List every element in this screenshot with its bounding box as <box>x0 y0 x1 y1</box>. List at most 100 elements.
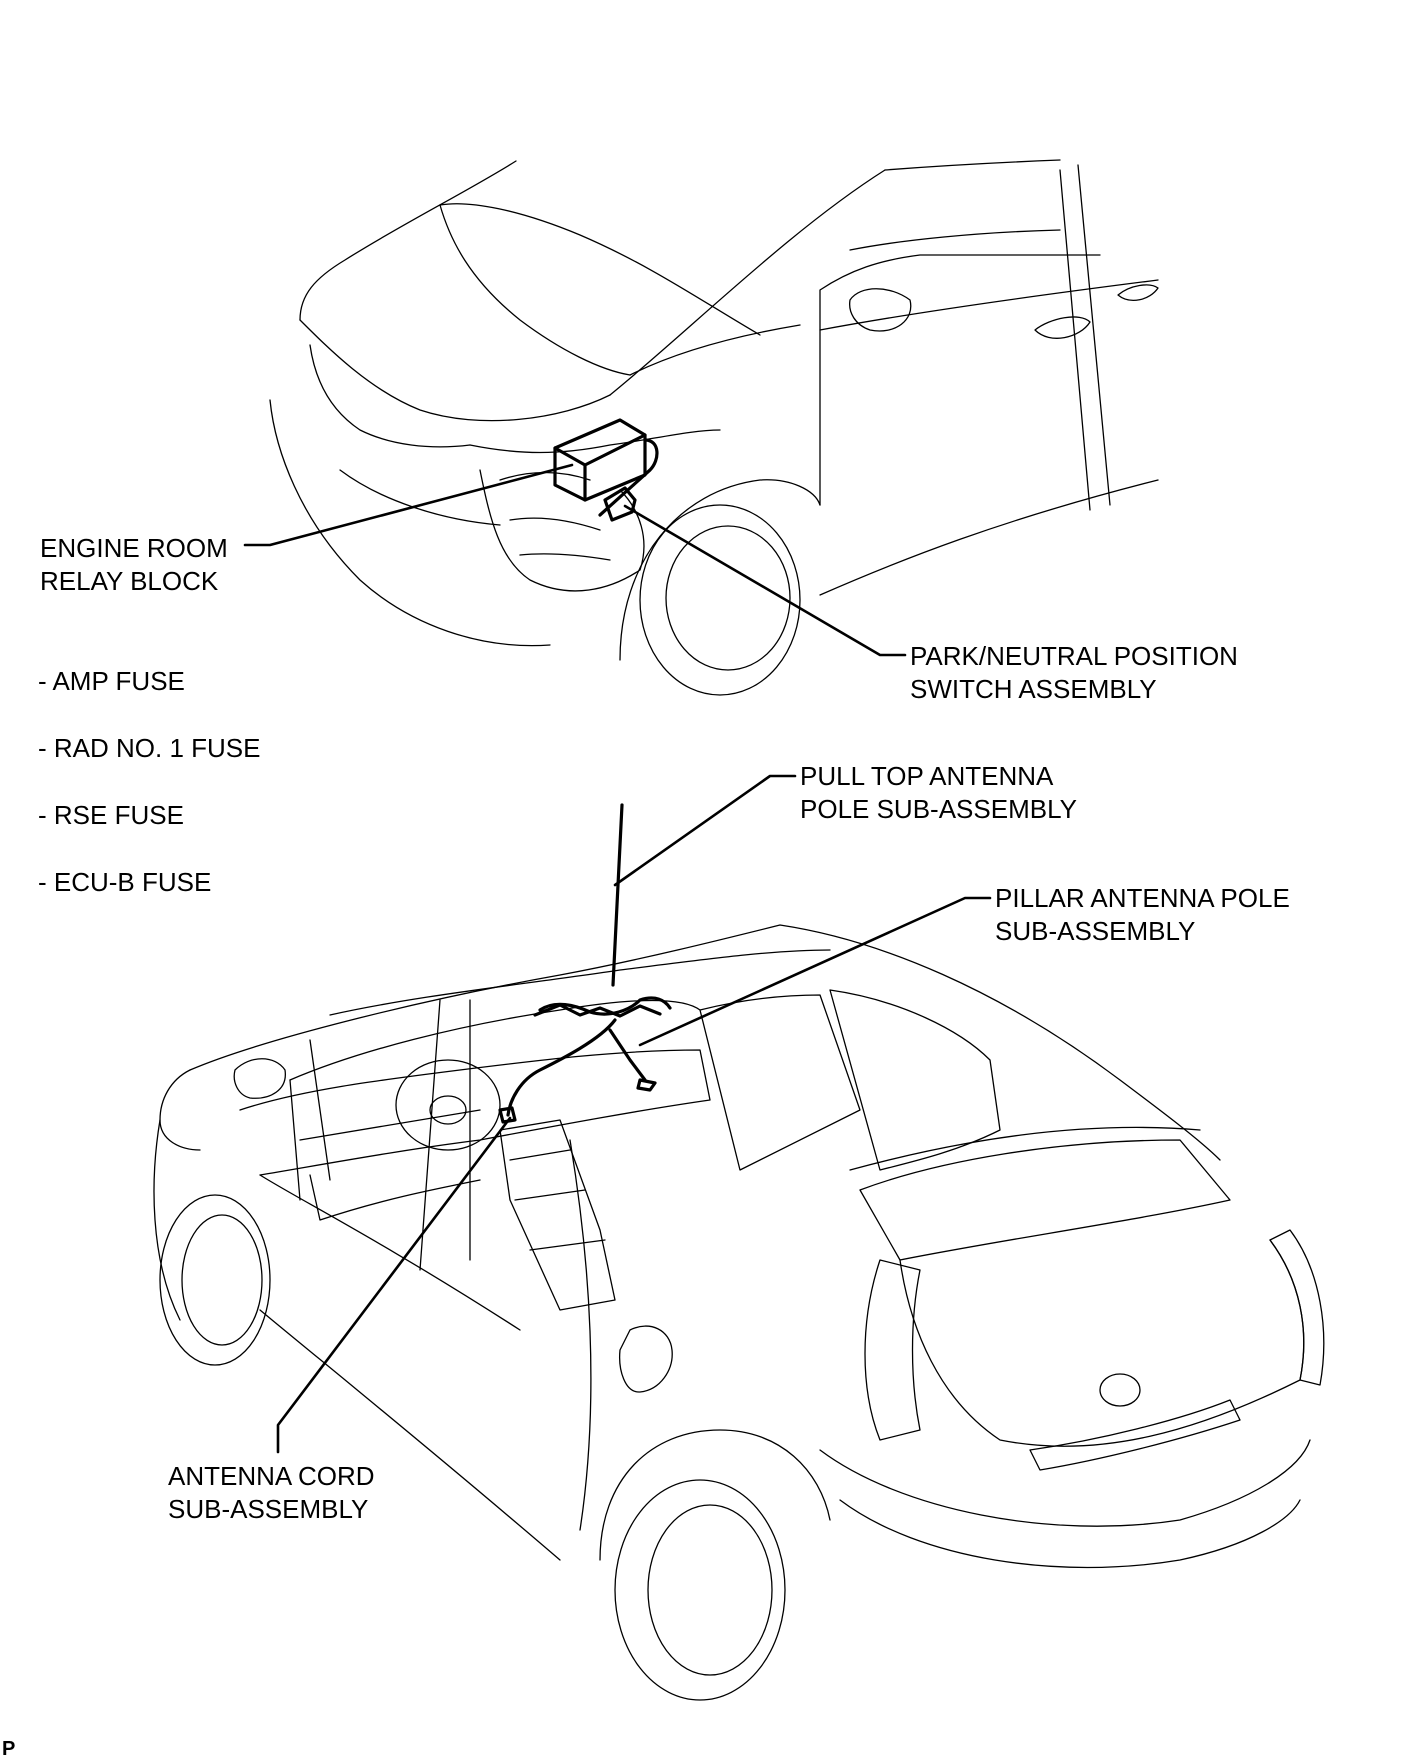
antenna-harness-cluster <box>533 1003 662 1018</box>
side-window-lower <box>849 229 1061 251</box>
rear-side-window-1 <box>699 994 861 1171</box>
left-mirror <box>233 1058 286 1099</box>
label-line: SUB-ASSEMBLY <box>168 1494 369 1524</box>
roof-inner <box>329 949 831 1016</box>
front-bumper <box>269 399 551 647</box>
center-console <box>499 1119 616 1311</box>
sliding-door <box>569 1139 592 1531</box>
label-antenna-cord: ANTENNA CORD SUB-ASSEMBLY <box>168 1460 375 1526</box>
front-door <box>819 254 1101 506</box>
steering-wheel <box>395 1059 501 1151</box>
front-wheel <box>639 504 801 696</box>
body-side-lower <box>259 1309 561 1561</box>
rear-left-wheel <box>614 1479 786 1701</box>
label-pillar-antenna: PILLAR ANTENNA POLE SUB-ASSEMBLY <box>995 882 1290 948</box>
label-line: SUB-ASSEMBLY <box>995 916 1196 946</box>
label-line: ENGINE ROOM <box>40 533 228 563</box>
label-line: RELAY BLOCK <box>40 566 219 596</box>
roof-outline <box>189 924 1221 1161</box>
rear-bumper-lower <box>839 1499 1301 1569</box>
label-line: SWITCH ASSEMBLY <box>910 674 1157 704</box>
label-pull-top-antenna: PULL TOP ANTENNA POLE SUB-ASSEMBLY <box>800 760 1077 826</box>
fuse-item-rse: - RSE FUSE <box>38 800 184 830</box>
license-recess <box>1029 1399 1241 1471</box>
label-line: PILLAR ANTENNA POLE <box>995 883 1290 913</box>
antenna-amplifier-harness <box>538 996 672 1016</box>
leader-pull-top-antenna <box>613 774 797 887</box>
hood-side-edge <box>439 204 631 376</box>
fuel-door <box>619 1325 673 1393</box>
leader-pillar-antenna <box>638 896 992 1047</box>
dashboard <box>239 1049 711 1176</box>
front-fender <box>469 429 721 454</box>
rear-window <box>859 1139 1231 1261</box>
steering-hub <box>429 1095 467 1125</box>
fuse-item-ecu-b: - ECU-B FUSE <box>38 867 212 897</box>
headlight <box>309 344 471 448</box>
antenna-cord-connector <box>498 1106 517 1124</box>
relay-block-lid <box>553 433 647 502</box>
front-left-wheel <box>159 1194 271 1366</box>
rear-door-handle <box>1117 284 1159 301</box>
fuse-item-amp: - AMP FUSE <box>38 666 185 696</box>
tail-light-right <box>1269 1229 1325 1386</box>
front-wheel-arch <box>619 479 821 661</box>
rocker-line <box>819 479 1159 596</box>
console-detail <box>509 1149 606 1251</box>
b-pillar <box>1059 169 1091 511</box>
label-line: ANTENNA CORD <box>168 1461 375 1491</box>
dash-lower <box>299 1109 481 1221</box>
engine-block <box>479 469 645 592</box>
label-engine-room-relay-block: ENGINE ROOM RELAY BLOCK <box>40 532 228 598</box>
front-door-handle <box>1034 316 1091 339</box>
b-pillar-rear-view <box>419 999 471 1271</box>
a-pillar <box>609 169 886 396</box>
label-line: POLE SUB-ASSEMBLY <box>800 794 1077 824</box>
rear-vehicle-illustration <box>153 924 1325 1701</box>
front-left-rim <box>181 1214 263 1346</box>
front-fender-left <box>153 1119 181 1321</box>
label-line: PARK/NEUTRAL POSITION <box>910 641 1238 671</box>
hood-crease <box>439 203 761 336</box>
rear-wheel-arch <box>599 1429 831 1561</box>
rear-spoiler <box>849 1126 1201 1171</box>
pull-top-antenna-pole <box>611 803 624 987</box>
front-vehicle-illustration <box>269 159 1159 696</box>
tail-light-left <box>864 1259 921 1441</box>
switch-body <box>603 486 637 522</box>
label-line: PULL TOP ANTENNA <box>800 761 1054 791</box>
windshield <box>289 999 701 1081</box>
rear-left-rim <box>647 1504 773 1676</box>
roof-edge <box>884 159 1061 171</box>
page-mark: P <box>2 1738 16 1760</box>
antenna-parts <box>498 803 672 1124</box>
park-neutral-switch-part <box>603 486 637 522</box>
fuse-list: - AMP FUSE - RAD NO. 1 FUSE - RSE FUSE -… <box>38 665 260 933</box>
b-pillar-inner <box>1077 164 1111 506</box>
tailgate <box>899 1239 1305 1447</box>
leader-engine-room-relay-block <box>243 463 574 547</box>
body-side-beltline <box>259 1174 521 1331</box>
hood-outline <box>299 160 517 321</box>
hood-front-edge <box>299 319 611 422</box>
rear-side-window-2 <box>829 989 1001 1171</box>
a-pillar-rear-view <box>289 1039 331 1201</box>
relay-block-part <box>553 418 659 517</box>
front-hood <box>159 1069 201 1151</box>
pillar-antenna-base <box>636 1078 657 1092</box>
leader-park-neutral-switch <box>623 504 907 657</box>
rear-emblem <box>1099 1373 1141 1407</box>
rear-bumper <box>819 1439 1311 1527</box>
fuse-item-rad-no-1: - RAD NO. 1 FUSE <box>38 733 261 763</box>
front-wheel-rim <box>665 525 791 671</box>
relay-block-harness <box>598 438 659 517</box>
label-park-neutral-switch: PARK/NEUTRAL POSITION SWITCH ASSEMBLY <box>910 640 1238 706</box>
grille <box>339 469 501 526</box>
antenna-cord <box>506 1018 617 1117</box>
side-mirror <box>849 288 912 332</box>
pillar-antenna-pole <box>608 1028 647 1082</box>
leader-antenna-cord <box>276 1116 512 1454</box>
windshield-base <box>629 324 801 376</box>
beltline <box>819 279 1159 331</box>
